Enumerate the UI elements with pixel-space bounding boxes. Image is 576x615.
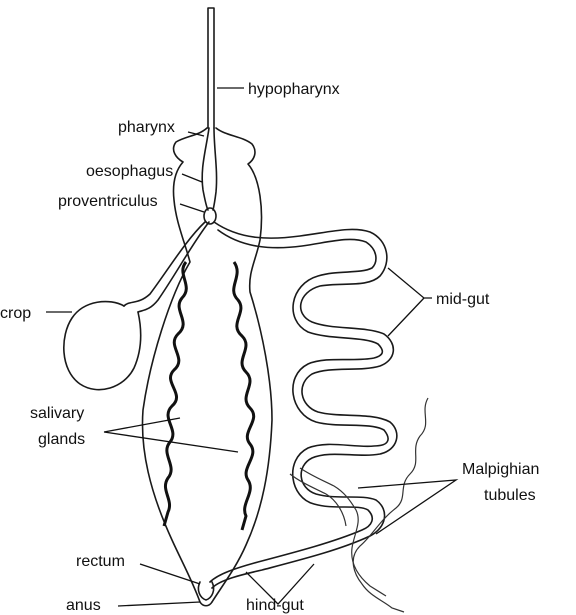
leader-proventriculus bbox=[180, 204, 204, 212]
salivary-gland-left bbox=[164, 262, 186, 526]
label-rectum: rectum bbox=[76, 553, 125, 570]
oesophagus-tube bbox=[202, 128, 216, 210]
leader-anus bbox=[118, 602, 200, 606]
label-anus: anus bbox=[66, 597, 101, 614]
body-outline bbox=[142, 128, 272, 602]
label-proventriculus: proventriculus bbox=[58, 193, 158, 210]
crop-sac bbox=[64, 302, 141, 390]
anus-tip bbox=[200, 602, 212, 606]
label-mid-gut: mid-gut bbox=[436, 291, 490, 308]
label-malpighian-line2: tubules bbox=[484, 487, 536, 504]
crop-duct bbox=[124, 222, 209, 312]
label-salivary-line2: glands bbox=[38, 431, 85, 448]
rectum bbox=[198, 582, 213, 600]
label-hind-gut: hind-gut bbox=[246, 597, 304, 614]
label-oesophagus: oesophagus bbox=[86, 163, 173, 180]
label-malpighian-line1: Malpighian bbox=[462, 461, 539, 478]
label-pharynx: pharynx bbox=[118, 119, 175, 136]
label-salivary-line1: salivary bbox=[30, 405, 84, 422]
mid-gut-tube bbox=[212, 222, 397, 588]
leader-malpighian-tubules bbox=[358, 480, 456, 534]
leader-rectum bbox=[140, 564, 200, 584]
label-hypopharynx: hypopharynx bbox=[248, 81, 340, 98]
leader-mid-gut bbox=[388, 268, 432, 336]
salivary-gland-right bbox=[234, 262, 254, 530]
hypopharynx-stylet bbox=[208, 8, 214, 128]
leader-oesophagus bbox=[182, 174, 202, 182]
label-crop: crop bbox=[0, 305, 31, 322]
malpighian-tubule-1 bbox=[353, 398, 428, 612]
malpighian-tubule-3 bbox=[290, 474, 346, 526]
